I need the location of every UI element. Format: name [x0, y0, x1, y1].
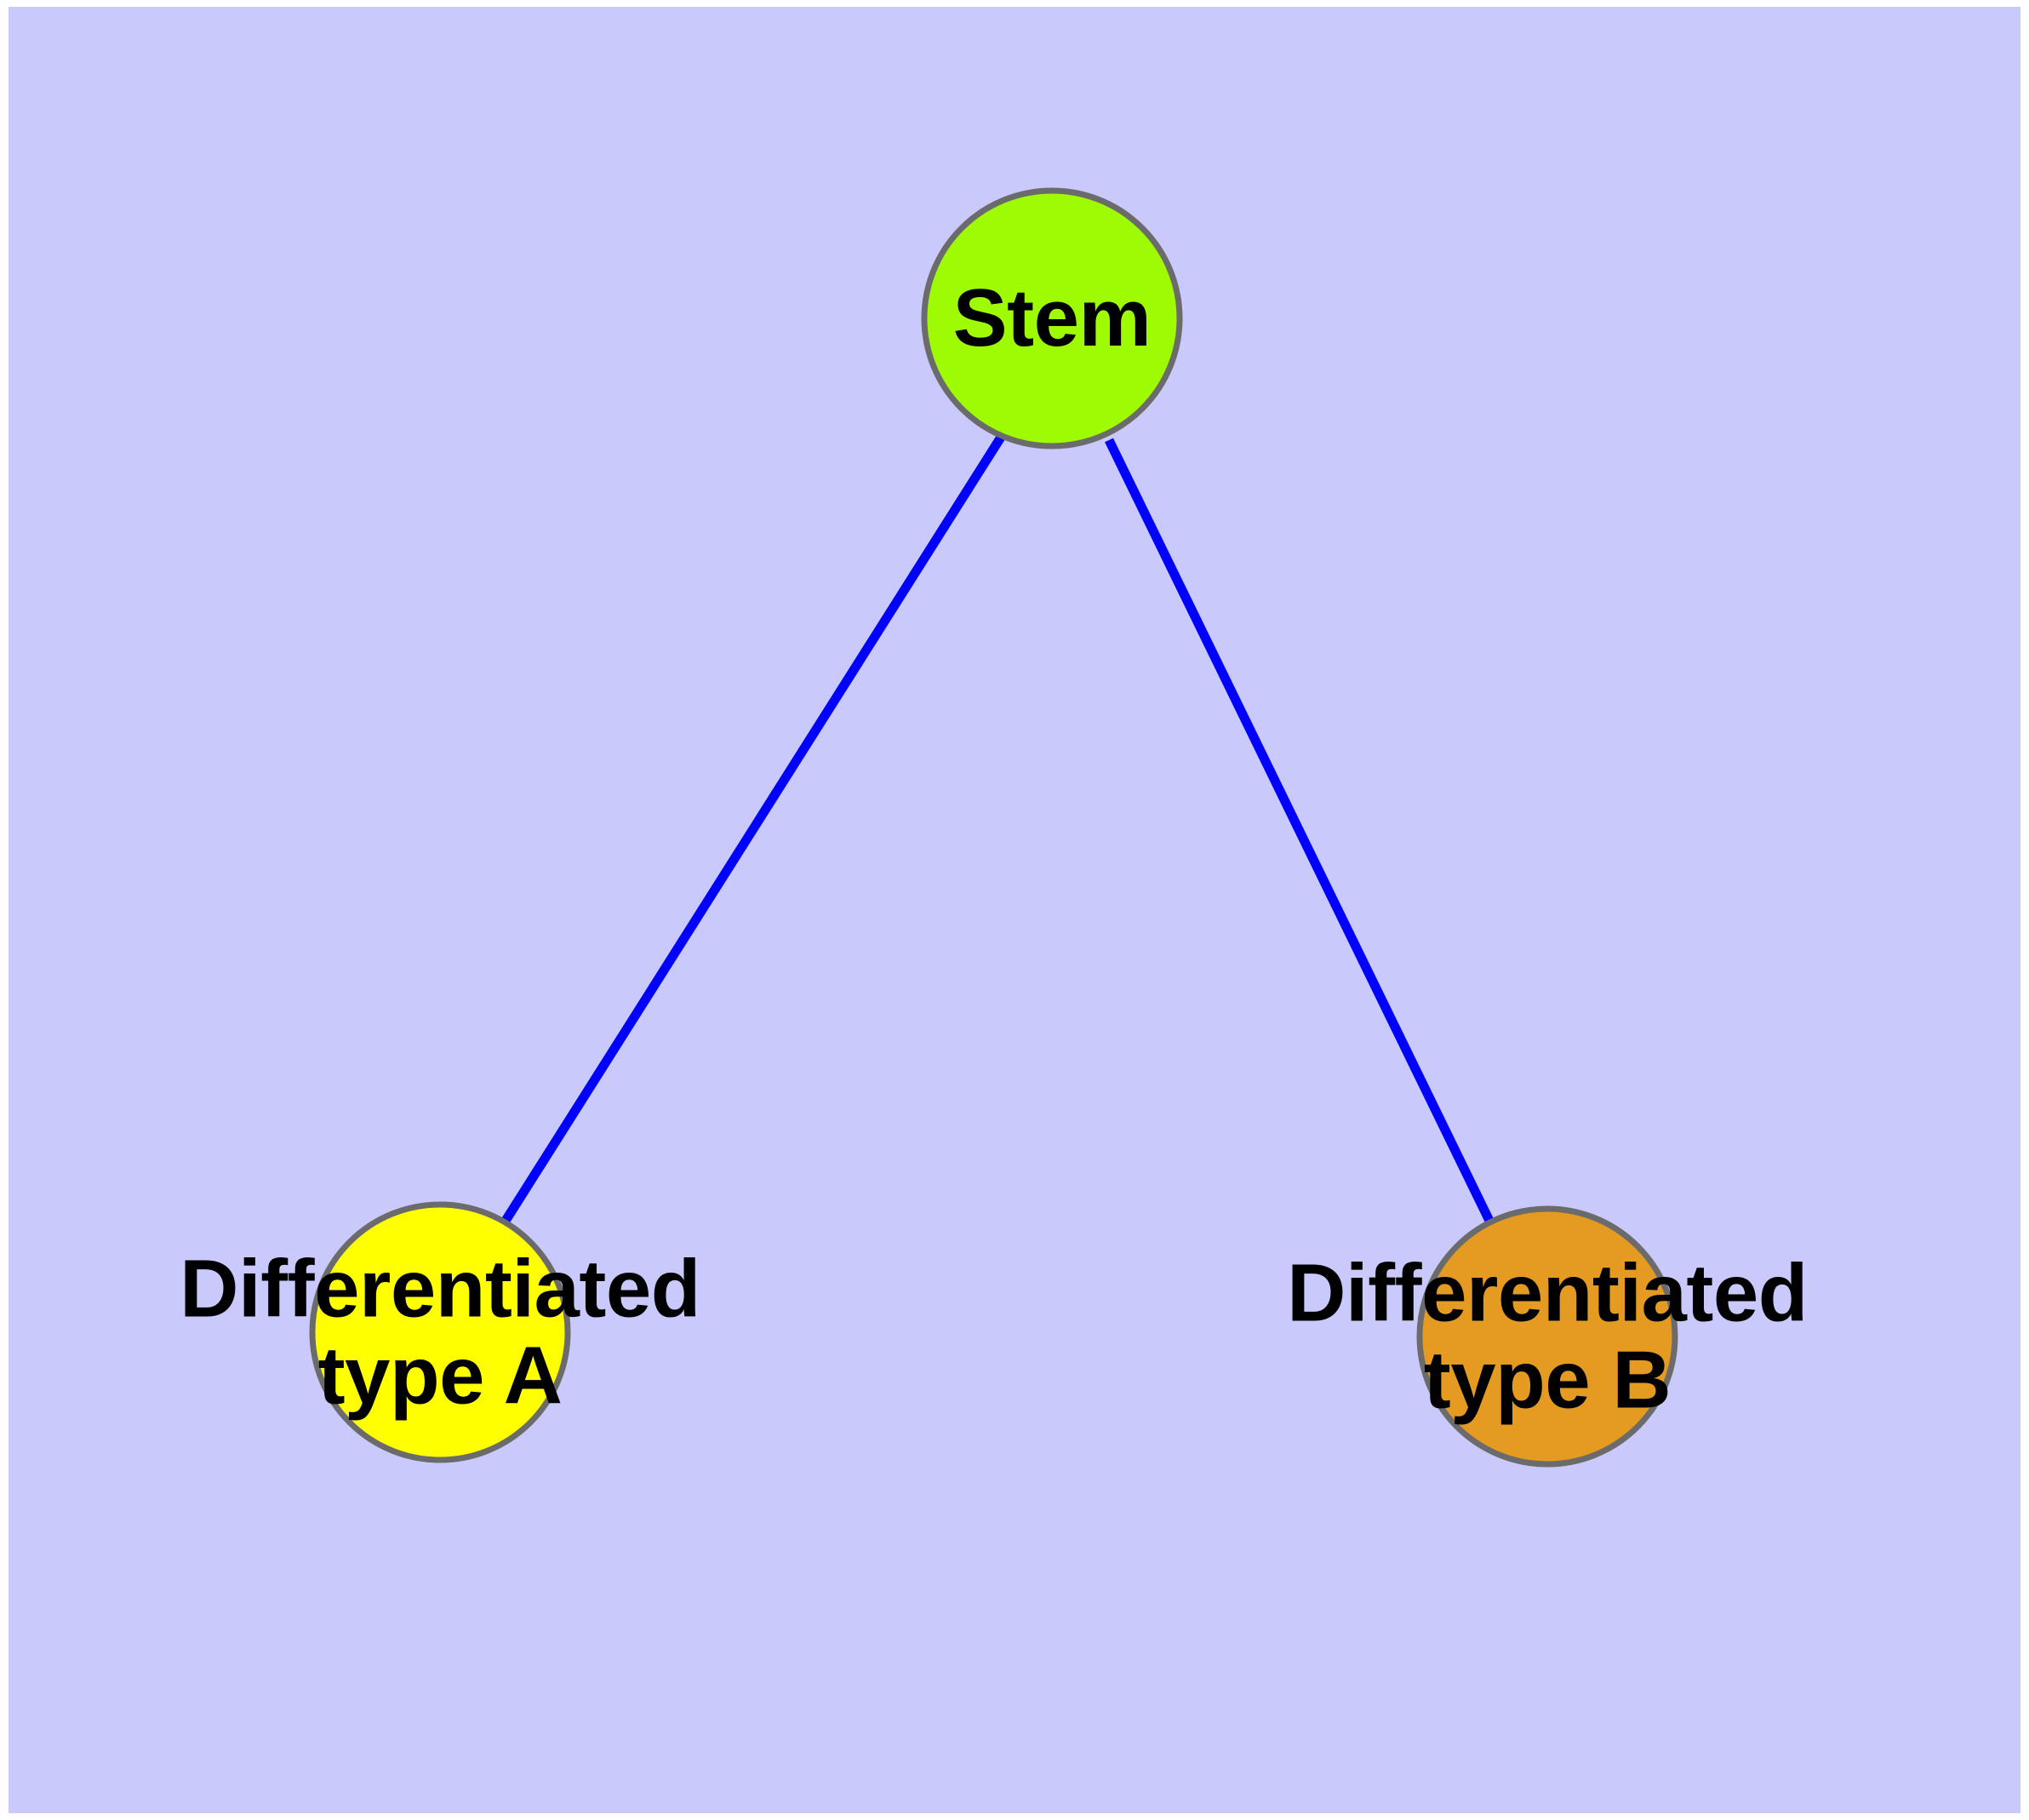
- node-differentiated-type-b[interactable]: [1416, 1205, 1678, 1468]
- edge-stem-to-differentiated-type-b: [1105, 438, 1494, 1223]
- edge-layer: [501, 433, 1494, 1223]
- node-layer: [309, 187, 1678, 1468]
- edge-stem-to-differentiated-type-a: [501, 433, 1006, 1223]
- node-differentiated-type-a[interactable]: [309, 1201, 571, 1463]
- node-stem[interactable]: [921, 187, 1183, 449]
